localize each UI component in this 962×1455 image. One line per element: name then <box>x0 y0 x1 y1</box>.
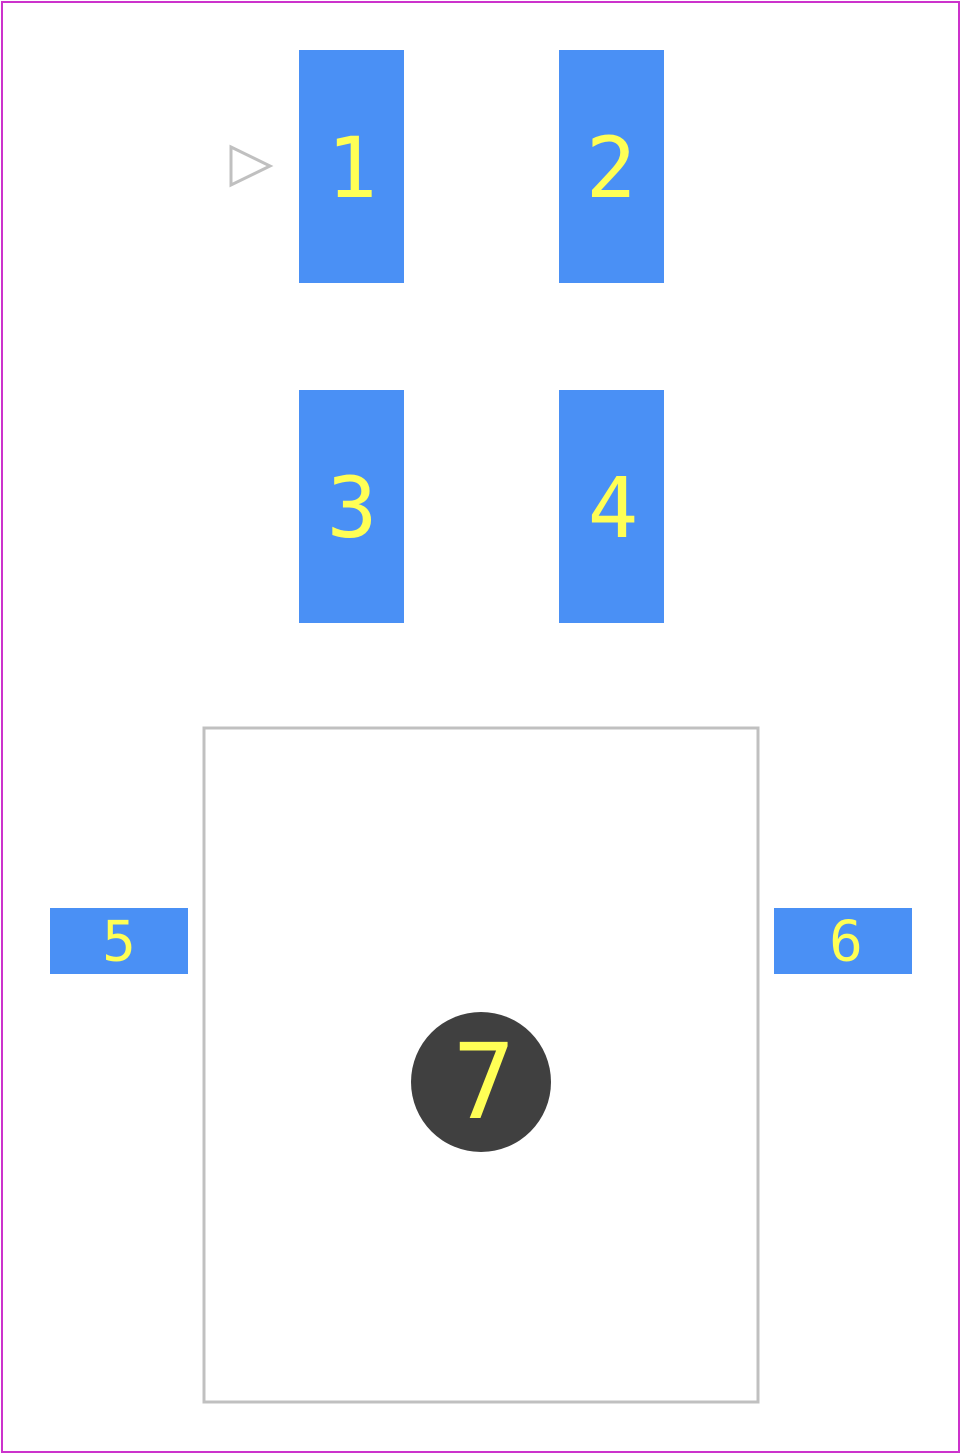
triangle-right-icon <box>229 144 274 188</box>
pad-7-label: 7 <box>453 1021 516 1143</box>
pad-7-hole <box>411 1012 551 1152</box>
pad-6-copper <box>774 908 912 974</box>
pad-5[interactable]: 5 <box>50 908 188 975</box>
pad-1[interactable]: 1 <box>299 50 404 283</box>
pad-3-copper <box>299 390 404 623</box>
pad-5-copper <box>50 908 188 974</box>
pad-4[interactable]: 4 <box>559 390 664 623</box>
pad-6-label: 6 <box>829 910 863 975</box>
pad-2[interactable]: 2 <box>559 50 664 283</box>
pad-1-copper <box>299 50 404 283</box>
pad-2-copper <box>559 50 664 283</box>
pad-3-label: 3 <box>327 459 378 557</box>
silkscreen-body-outline <box>202 726 760 1404</box>
pad-7[interactable]: 7 <box>411 1012 551 1152</box>
pad-1-label: 1 <box>327 119 378 217</box>
pad-4-copper <box>559 390 664 623</box>
pad-4-label: 4 <box>588 459 639 557</box>
pad-2-label: 2 <box>586 119 637 217</box>
pad-6[interactable]: 6 <box>774 908 912 975</box>
pad-5-label: 5 <box>102 910 136 975</box>
pad-3[interactable]: 3 <box>299 390 404 623</box>
